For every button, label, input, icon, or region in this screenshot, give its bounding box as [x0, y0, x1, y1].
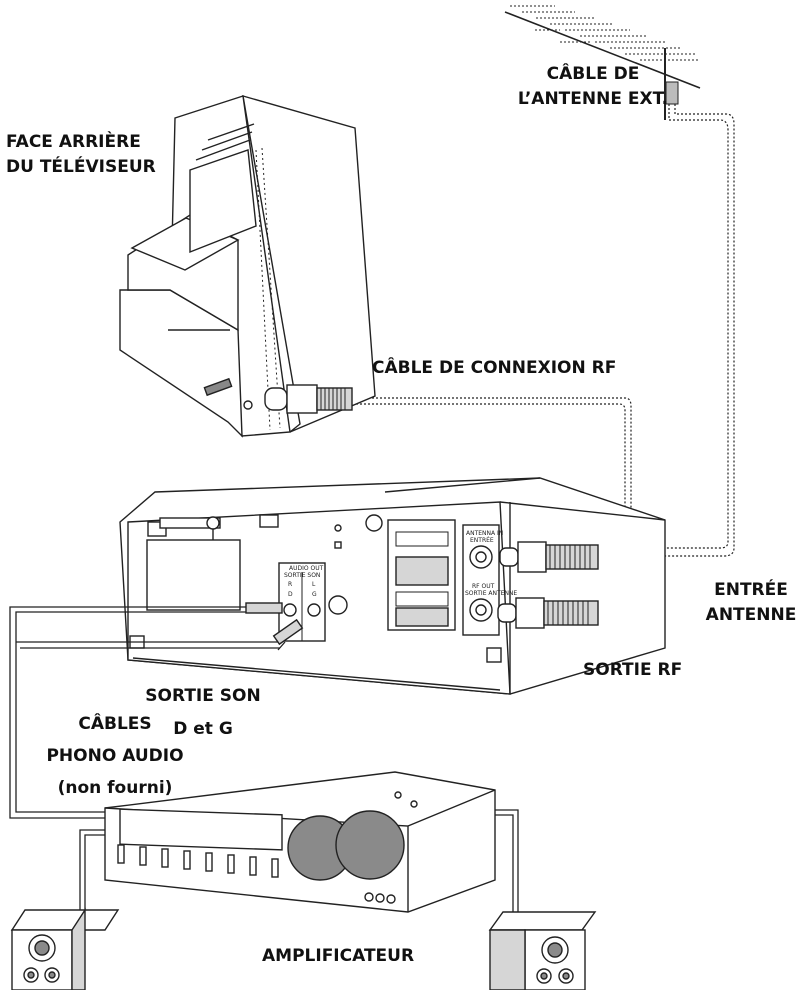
- amplifier-label: AMPLIFICATEUR: [262, 946, 415, 966]
- vcr-sortie-antenne-text: SORTIE ANTENNE: [465, 590, 517, 597]
- vcr-entree-text: ENTRÉE: [470, 536, 494, 544]
- phono-cables-label: CÂBLES PHONO AUDIO (non fourni): [20, 708, 210, 804]
- audio-out-label-line1: SORTIE SON: [145, 686, 261, 706]
- outdoor-antenna: [504, 5, 701, 120]
- phono-cables: [9, 606, 286, 819]
- antenna-in-connector: [499, 541, 599, 573]
- vcr-r-text: R: [288, 581, 292, 588]
- phono-cables-label-line1: CÂBLES: [78, 714, 152, 734]
- tv-rear-label: FACE ARRIÈRE DU TÉLÉVISEUR: [6, 130, 156, 180]
- rf-cable-path: [352, 397, 632, 605]
- rf-out-label: SORTIE RF: [583, 660, 683, 680]
- left-speaker: [10, 907, 120, 990]
- amplifier: [104, 771, 496, 913]
- right-speaker: [488, 911, 597, 990]
- vcr-d-text: D: [288, 591, 293, 598]
- antenna-cable: [598, 104, 735, 557]
- tv-rear-label-line2: DU TÉLÉVISEUR: [6, 157, 156, 177]
- vcr-sortie-son-text: SORTIE SON: [284, 572, 320, 579]
- phono-cables-label-line3: (non fourni): [57, 778, 173, 798]
- audio-out-label-line2: D et G: [173, 719, 233, 739]
- antenna-in-label: ENTRÉE ANTENNE: [696, 578, 806, 628]
- rf-out-connector: [497, 597, 599, 629]
- rf-cable-connector-tv: [264, 384, 353, 414]
- audio-out-label: SORTIE SON D et G: [118, 684, 288, 742]
- antenna-in-label-line1: ENTRÉE: [714, 580, 788, 600]
- tv-rear-label-line1: FACE ARRIÈRE: [6, 132, 141, 152]
- antenna-panel: [462, 524, 500, 636]
- vcr-rf-out-text: RF OUT: [472, 583, 495, 590]
- antenna-in-label-line2: ANTENNE: [705, 605, 797, 625]
- antenna-cable-label-line2: L’ANTENNE EXT.: [517, 89, 669, 109]
- scart-connectors: [387, 519, 456, 631]
- rf-cable-label: CÂBLE DE CONNEXION RF: [372, 358, 617, 378]
- antenna-cable-label: CÂBLE DE L’ANTENNE EXT.: [488, 62, 698, 112]
- tv-rear: [119, 95, 376, 438]
- phono-cables-label-line2: PHONO AUDIO: [46, 746, 184, 766]
- phono-plugs: [245, 602, 304, 646]
- vcr-antenna-in-text: ANTENNA IN: [466, 530, 503, 537]
- vcr-l-text: L: [312, 581, 316, 588]
- antenna-cable-label-line1: CÂBLE DE: [546, 64, 640, 84]
- vcr-g-text: G: [312, 591, 317, 598]
- vcr-audio-out-text: AUDIO OUT: [289, 565, 324, 572]
